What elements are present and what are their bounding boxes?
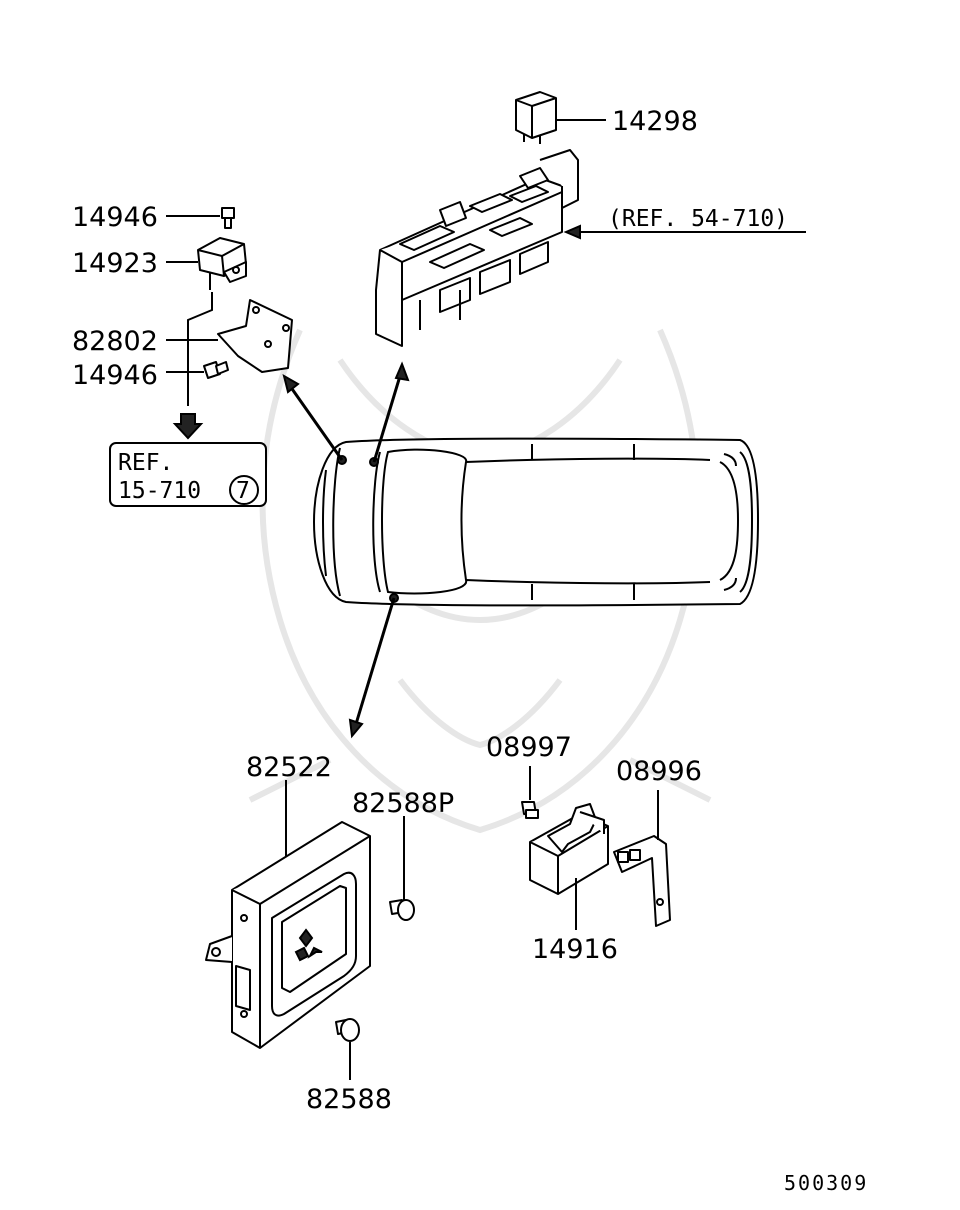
ref-box-line2: 15-710	[118, 478, 201, 504]
label-14916: 14916	[532, 934, 618, 965]
relay-box[interactable]	[375, 149, 579, 347]
ref-box-circle-number: 7	[236, 478, 250, 504]
label-08997: 08997	[486, 732, 572, 763]
label-82522: 82522	[246, 752, 332, 783]
diagram-number: 500309	[784, 1171, 868, 1195]
bolt-82588[interactable]	[335, 1018, 360, 1042]
bolt-82588P[interactable]	[389, 899, 415, 921]
bolt-08997[interactable]	[521, 801, 539, 819]
label-14298: 14298	[612, 106, 698, 137]
label-82802: 82802	[72, 326, 158, 357]
label-14946-top: 14946	[72, 202, 158, 233]
ref-box-15-710[interactable]: REF. 15-710 7	[109, 442, 267, 507]
relay-14298[interactable]	[515, 91, 557, 144]
ref-box-circle	[229, 475, 259, 505]
label-82588P: 82588P	[352, 788, 454, 819]
ecu-82522[interactable]	[205, 821, 371, 1049]
label-ref-54-710: (REF. 54-710)	[608, 206, 788, 232]
bracket-82802[interactable]	[217, 299, 293, 373]
bolt-14946-top[interactable]	[221, 207, 235, 229]
label-14946-bottom: 14946	[72, 360, 158, 391]
label-82588: 82588	[306, 1084, 392, 1115]
arrow-ref-54-710	[563, 224, 581, 240]
sensor-14923[interactable]	[187, 237, 247, 406]
mitsubishi-logo-icon	[294, 928, 323, 962]
vehicle-top-view	[313, 437, 759, 607]
location-arrows	[282, 361, 410, 739]
label-14923: 14923	[72, 248, 158, 279]
label-08996: 08996	[616, 756, 702, 787]
relay-14916[interactable]	[529, 803, 609, 895]
bracket-08996[interactable]	[613, 835, 671, 927]
ref-box-line1: REF.	[118, 450, 173, 476]
bolt-14946-bottom[interactable]	[203, 361, 229, 379]
arrow-down-ref-15-710	[172, 413, 204, 440]
